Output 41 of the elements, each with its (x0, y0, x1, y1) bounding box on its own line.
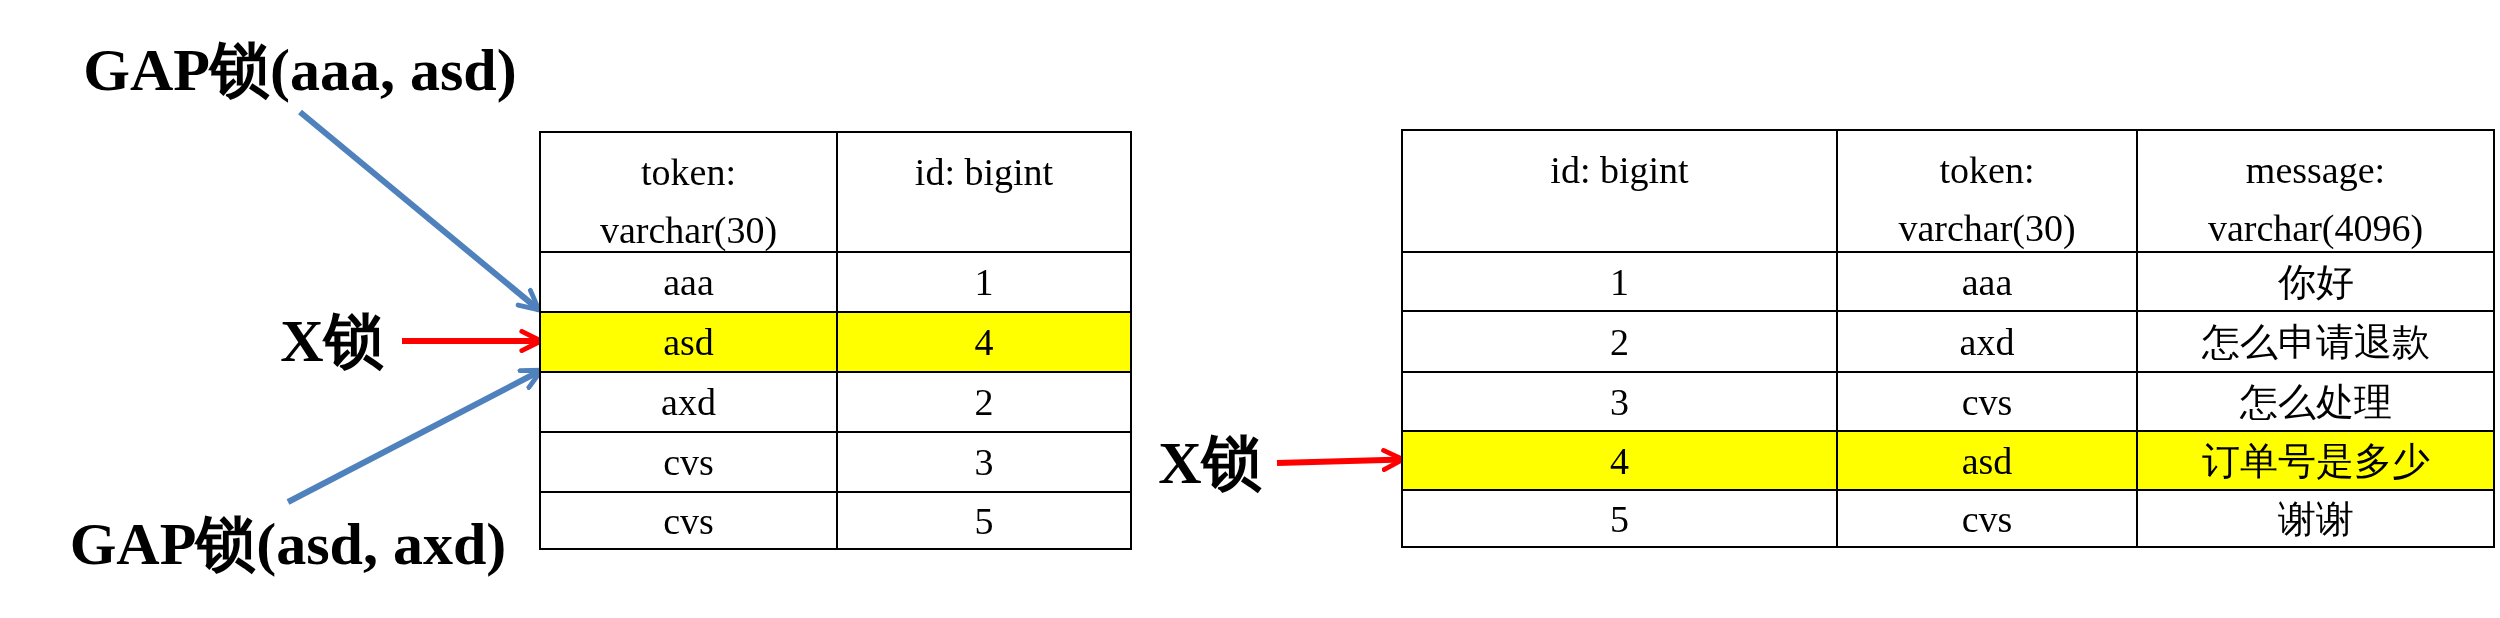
table-cell-text: 1 (1609, 259, 1630, 305)
table-cell-text: cvs (662, 440, 715, 485)
table-cell-text: aaa (662, 260, 715, 305)
table-cell: 5 (836, 493, 1130, 548)
column-header: message: varchar(4096) (2136, 131, 2493, 257)
lock-label: GAP锁(asd, axd) (28, 502, 548, 586)
table-row (541, 431, 1130, 491)
table-cell-text: 3 (1609, 379, 1630, 425)
table-cell: 订单号是多少 (2136, 432, 2493, 489)
table-cell: 你好 (2136, 253, 2493, 310)
table-cell-text: cvs (662, 498, 715, 544)
table-cell-text: axd (660, 380, 717, 425)
table-cell-text: 5 (1609, 496, 1630, 542)
table-cell: 2 (836, 373, 1130, 431)
lock-label: X锁 (262, 304, 402, 378)
table-row (541, 371, 1130, 431)
table-cell: 怎么申请退款 (2136, 312, 2493, 371)
table-cell: 4 (836, 313, 1130, 371)
table-cell: 3 (836, 433, 1130, 491)
column-header: id: bigint (836, 133, 1130, 259)
column-header: token: varchar(30) (598, 150, 779, 253)
table-cell-text: asd (662, 320, 715, 365)
table-row (541, 491, 1130, 548)
table-row (541, 311, 1130, 371)
table-row (1403, 489, 2493, 546)
column-header: token: varchar(30) (1836, 131, 2136, 257)
table-row (1403, 310, 2493, 371)
table-cell: aaa (1836, 253, 2136, 310)
lock-label: X锁 (1143, 426, 1277, 500)
table-row (1403, 251, 2493, 310)
table-cell: cvs (1836, 491, 2136, 546)
table (1401, 129, 2495, 548)
table-cell: asd (1836, 432, 2136, 489)
table-row (1403, 430, 2493, 489)
table-cell: 谢谢 (2136, 491, 2493, 546)
table-cell-text: 4 (1609, 438, 1630, 484)
table (539, 131, 1132, 550)
table-cell-text: 2 (1609, 319, 1630, 365)
lock-label: GAP锁(aaa, asd) (40, 28, 560, 112)
table-cell: axd (1836, 312, 2136, 371)
column-header: id: bigint (1549, 148, 1690, 193)
